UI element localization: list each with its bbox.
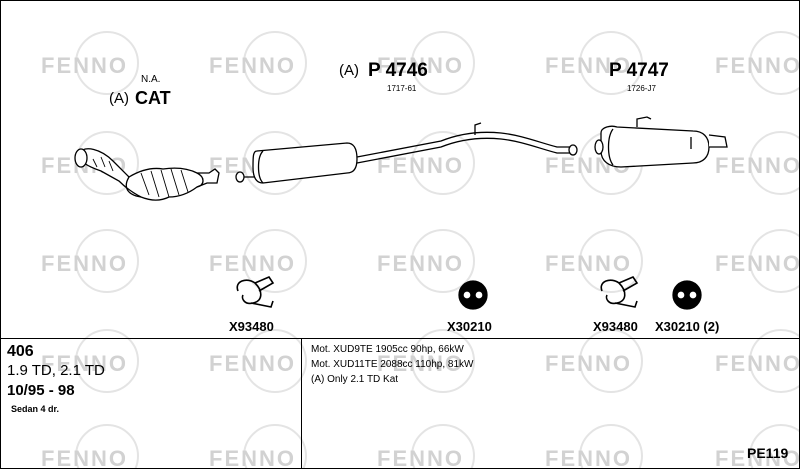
middle-ref: 1717-61 [387,84,417,93]
watermark-circle [411,329,475,393]
watermark-logo: FENNO [41,329,139,393]
watermark-logo: FENNO [715,31,800,95]
watermark-logo: FENNO [545,424,643,469]
watermark-logo: FENNO [377,329,475,393]
vehicle-body: Sedan 4 dr. [11,404,60,414]
watermark-circle [579,31,643,95]
watermark-text: FENNO [715,53,800,78]
watermark-logo: FENNO [41,31,139,95]
watermark-logo: FENNO [377,424,475,469]
watermark-text: FENNO [545,251,632,276]
watermark-text: FENNO [209,351,296,376]
watermark-text: FENNO [377,153,464,178]
watermark-text: FENNO [377,446,464,469]
watermark-logo: FENNO [209,229,307,293]
watermark-text: FENNO [209,446,296,469]
watermark-text: FENNO [377,351,464,376]
cat-code: CAT [135,88,171,108]
cat-prefix: (A) [109,90,129,107]
rubber-hanger-x30210-right [672,280,702,310]
vehicle-model: 406 [7,343,34,360]
watermark-circle [411,131,475,195]
vehicle-years: 10/95 - 98 [7,382,75,399]
watermark-text: FENNO [545,446,632,469]
watermark-circle [243,31,307,95]
watermark-circle [749,31,799,95]
middle-prefix: (A) [339,62,359,79]
watermark-text: FENNO [209,251,296,276]
watermark-text: FENNO [715,251,800,276]
watermark-circle [243,329,307,393]
watermark-logo: FENNO [377,131,475,195]
rear-silencer [594,116,728,168]
watermark-text: FENNO [545,351,632,376]
watermark-logo: FENNO [209,31,307,95]
watermark-text: FENNO [545,53,632,78]
watermark-logo: FENNO [209,329,307,393]
watermark-logo: FENNO [377,31,475,95]
watermark-text: FENNO [41,53,128,78]
table-divider [1,338,799,339]
watermark-text: FENNO [715,446,800,469]
watermark-text: FENNO [209,53,296,78]
fitting-label: X30210 (2) [655,319,720,334]
watermark-circle [243,229,307,293]
watermark-text: FENNO [41,251,128,276]
middle-silencer [235,122,578,184]
watermark-logo: FENNO [715,229,800,293]
watermark-circle [75,229,139,293]
watermark-circle [411,229,475,293]
fitting-label: X93480 [229,319,274,334]
page-code: PE119 [747,445,789,461]
catalytic-converter [74,148,220,201]
watermark-logo: FENNO [545,31,643,95]
watermark-text: FENNO [715,351,800,376]
watermark-logo: FENNO [545,329,643,393]
rubber-hanger-x30210-middle [458,280,488,310]
watermark-circle [579,329,643,393]
watermark-text: FENNO [377,251,464,276]
watermark-logo: FENNO [715,424,800,469]
detail-line: (A) Only 2.1 TD Kat [311,374,399,385]
watermark-circle [749,131,799,195]
clamp-x93480-right [600,276,639,308]
watermark-text: FENNO [41,351,128,376]
vehicle-engines: 1.9 TD, 2.1 TD [7,362,105,379]
watermark-circle [75,329,139,393]
fitting-label: X93480 [593,319,638,334]
watermark-circle [749,229,799,293]
watermark-logo: FENNO [209,424,307,469]
watermark-text: FENNO [41,446,128,469]
middle-code: P 4746 [368,60,428,81]
watermark-logo: FENNO [715,329,800,393]
detail-line: Mot. XUD11TE 2088cc 110hp, 81kW [311,359,474,370]
watermark-circle [579,229,643,293]
column-divider [301,338,302,468]
watermark-circle [411,31,475,95]
exhaust-drawing [74,116,728,310]
rear-ref: 1726-J7 [627,84,656,93]
watermark-logo: FENNO [41,424,139,469]
watermark-logo: FENNO [715,131,800,195]
watermark-text: FENNO [715,153,800,178]
watermark-logo: FENNO [41,229,139,293]
watermark-logo: FENNO [377,229,475,293]
fitting-label: X30210 [447,319,492,334]
watermark-logo: FENNO [545,229,643,293]
detail-line: Mot. XUD9TE 1905cc 90hp, 66kW [311,344,464,355]
cat-note: N.A. [141,74,161,85]
clamp-x93480-left [236,276,275,308]
watermark-circle [75,31,139,95]
watermark-circle [749,329,799,393]
rear-code: P 4747 [609,60,669,81]
watermark-circle [749,424,799,468]
watermark-text: FENNO [377,53,464,78]
